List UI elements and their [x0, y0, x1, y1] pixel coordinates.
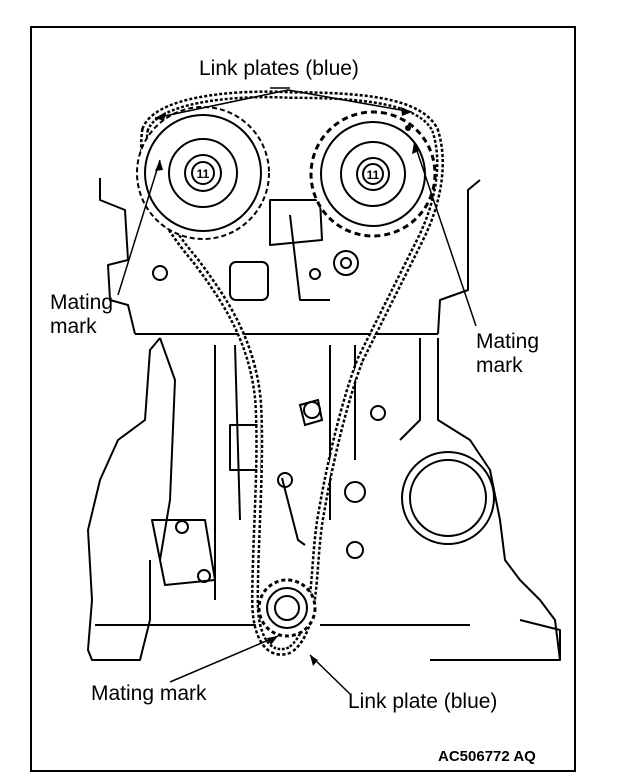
leader-mating-right [413, 141, 477, 327]
head-rib [289, 214, 330, 301]
label-mating-mark-right-line2: mark [476, 354, 523, 377]
head-left-outline [99, 178, 136, 335]
head-bolt-center [309, 268, 321, 280]
left-camshaft-sprocket [136, 106, 270, 240]
label-mating-mark-right-line1: Mating [476, 330, 540, 353]
crank-sprocket-hub [274, 595, 300, 621]
label-mating-mark-left: Mating mark [50, 291, 113, 339]
head-bolt-left [152, 265, 168, 281]
crank-sprocket-rim [266, 587, 308, 629]
leader-mating-left [117, 159, 161, 296]
label-mating-mark-bottom: Mating mark [91, 682, 207, 705]
block-left-outline [87, 337, 161, 661]
label-mating-mark-right: Mating mark [476, 330, 539, 378]
engine-block [87, 333, 561, 661]
head-port-left [229, 261, 269, 301]
head-boss [333, 250, 359, 276]
left-sprocket-hub [168, 138, 238, 208]
arrow-mating-left [155, 160, 163, 171]
left-sprocket-bolt-head [191, 161, 215, 185]
guide-pivot-lower [346, 541, 364, 559]
right-sprocket-hub [340, 141, 406, 207]
head-right-outline [437, 179, 481, 335]
tensioner-arm [281, 477, 306, 546]
leader-link-plates-right [287, 89, 413, 113]
arrow-link-plate-bottom [310, 655, 318, 666]
right-camshaft-sprocket [309, 110, 437, 238]
right-sprocket-mark: 11 [367, 168, 380, 182]
chain-guides [175, 398, 386, 583]
block-right-outline [430, 338, 561, 661]
label-link-plate-bottom: Link plate (blue) [348, 690, 498, 713]
right-sprocket-mating-dot [405, 125, 411, 131]
leader-arrowheads [155, 107, 419, 666]
leader-link-plates-left [154, 89, 289, 119]
leader-mating-bottom [169, 635, 279, 683]
figure-frame [30, 26, 576, 772]
oil-pump-housing [401, 451, 495, 545]
left-sprocket-rim [144, 114, 262, 232]
head-boss-hole [340, 257, 352, 269]
guide-pivot-right [344, 481, 366, 503]
tensioner-bracket [151, 519, 216, 586]
right-sprocket-bolt [356, 157, 390, 191]
figure-code: AC506772 AQ [438, 748, 536, 765]
arrow-link-plates-left [155, 112, 166, 121]
pulley-edge [519, 619, 561, 660]
chain-inner-gap [142, 92, 442, 654]
label-link-plates: Link plates (blue) [199, 57, 359, 80]
arrow-mating-bottom [267, 636, 278, 645]
left-sprocket-bolt [184, 154, 222, 192]
tensioner-pivot [277, 472, 293, 488]
label-mating-mark-left-line2: mark [50, 315, 97, 338]
oil-pump-inner [409, 459, 487, 537]
timing-chain [139, 90, 444, 656]
crankshaft-sprocket [257, 578, 317, 638]
idler-bolt [370, 405, 386, 421]
guide-pivot-upper [303, 401, 321, 419]
block-right-inner [399, 338, 421, 441]
tensioner-bolt-bottom [197, 569, 211, 583]
block-rib-2 [234, 344, 241, 521]
arrow-mating-right [412, 142, 419, 154]
block-left-inner [159, 337, 176, 561]
label-mating-mark-left-line1: Mating [50, 291, 114, 314]
right-sprocket-bolt-head [362, 163, 384, 185]
head-center-block [269, 199, 323, 246]
arrow-link-plates-right [401, 107, 412, 116]
left-sprocket-mark: 11 [197, 167, 210, 181]
cylinder-head [99, 178, 481, 335]
tensioner-bolt-top [175, 520, 189, 534]
